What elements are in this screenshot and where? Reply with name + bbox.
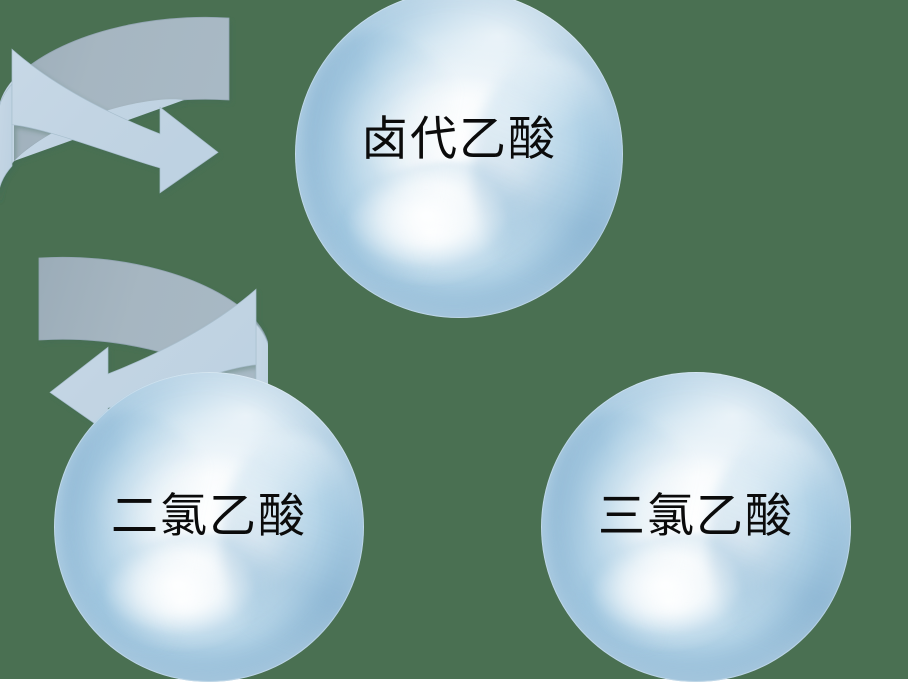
node-sphere-bottom-left[interactable]: 二氯乙酸 [54, 372, 364, 682]
node-label-top: 卤代乙酸 [361, 112, 557, 167]
sphere-caustic-lower [334, 160, 591, 312]
node-label-bottom-right: 三氯乙酸 [598, 489, 794, 544]
sphere-caustic-lower [91, 533, 333, 676]
sphere-caustic-lower [578, 533, 820, 676]
node-label-bottom-left: 二氯乙酸 [111, 489, 307, 544]
node-sphere-top[interactable]: 卤代乙酸 [295, 0, 623, 318]
node-sphere-bottom-right[interactable]: 三氯乙酸 [541, 372, 851, 682]
connector-arrow-left-graphic [0, 16, 230, 194]
sphere-swirl-right [472, 55, 623, 286]
connector-arrow-left [0, 0, 268, 240]
